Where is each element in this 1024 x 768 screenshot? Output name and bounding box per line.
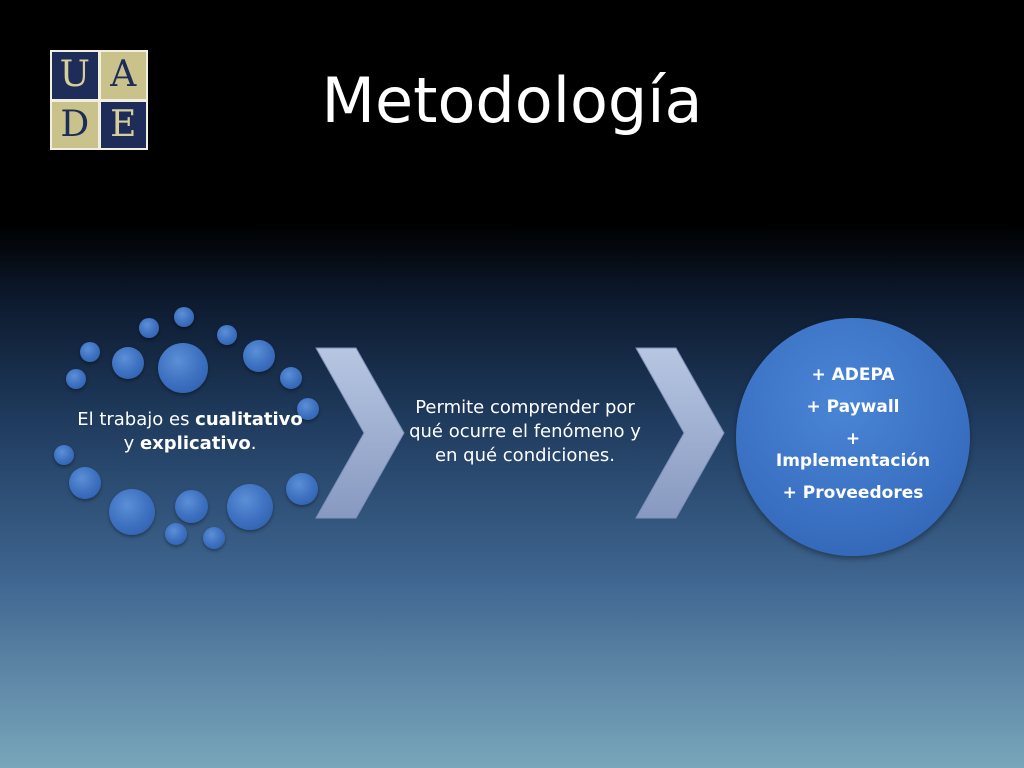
ring-circle xyxy=(80,342,100,362)
uade-logo: U A D E xyxy=(50,50,148,150)
step1-middle: y xyxy=(123,433,140,454)
ring-circle xyxy=(243,340,275,372)
ring-circle xyxy=(69,467,101,499)
ring-circle xyxy=(165,523,187,545)
ring-circle xyxy=(297,398,319,420)
slide-title: Metodología xyxy=(321,64,703,137)
ring-circle xyxy=(66,369,86,389)
step1-suffix: . xyxy=(250,433,257,454)
ring-circle xyxy=(112,347,144,379)
step1-prefix: El trabajo es xyxy=(77,409,196,430)
ring-circle xyxy=(227,484,273,530)
logo-letter-a: A xyxy=(100,52,146,99)
ring-circle xyxy=(217,325,237,345)
ring-circle xyxy=(54,445,74,465)
ring-circle xyxy=(109,489,155,535)
result-item-proveedores: + Proveedores xyxy=(782,483,924,503)
result-item-adepa: + ADEPA xyxy=(811,365,895,385)
step1-bold-cualitativo: cualitativo xyxy=(195,409,303,430)
step1-bold-explicativo: explicativo xyxy=(139,433,251,454)
logo-letter-d: D xyxy=(52,101,98,148)
result-item-implementacion: + Implementación xyxy=(775,429,931,471)
ring-circle xyxy=(280,367,302,389)
step2-text: Permite comprender por qué ocurre el fen… xyxy=(409,397,641,466)
ring-circle xyxy=(174,307,194,327)
ring-circle xyxy=(203,527,225,549)
logo-letter-e: E xyxy=(100,101,146,148)
step1-text: El trabajo es cualitativo y explicativo. xyxy=(68,408,312,456)
result-circle xyxy=(736,318,970,556)
logo-letter-u: U xyxy=(52,52,98,99)
ring-circle xyxy=(139,318,159,338)
ring-circle xyxy=(175,490,208,523)
result-item-paywall: + Paywall xyxy=(806,397,900,417)
result-list: + ADEPA + Paywall + Implementación + Pro… xyxy=(742,364,964,514)
chevron-right-icon xyxy=(635,347,725,519)
ring-circle xyxy=(286,473,318,505)
chevron-right-icon xyxy=(315,347,405,519)
ring-circle xyxy=(158,343,208,393)
